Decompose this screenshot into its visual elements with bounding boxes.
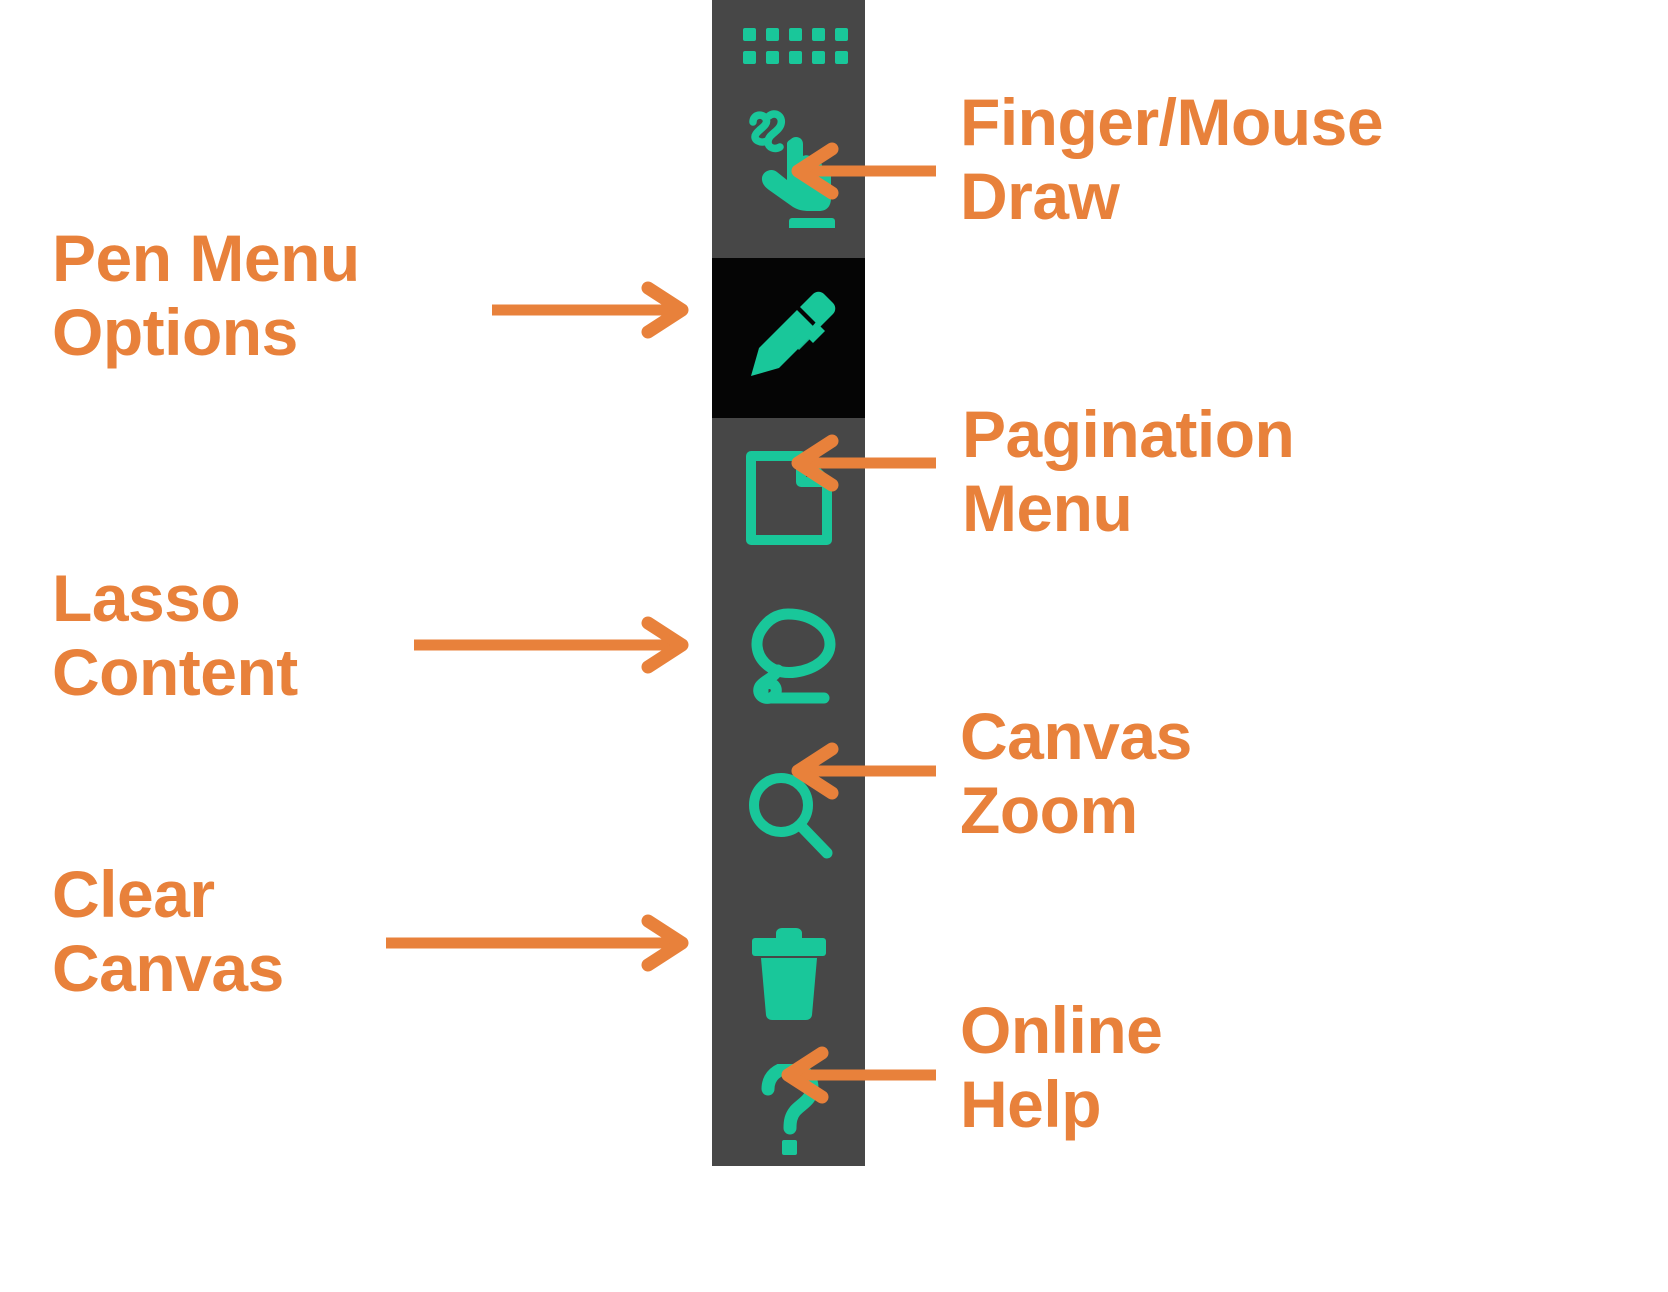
label-finger-mouse-draw: Finger/Mouse Draw xyxy=(960,85,1384,233)
label-lasso-content: Lasso Content xyxy=(52,561,298,709)
tool-clear-canvas[interactable] xyxy=(712,893,865,1053)
arrow-online-help xyxy=(776,1046,936,1104)
tool-pen-menu[interactable] xyxy=(712,258,865,418)
label-pen-menu-options: Pen Menu Options xyxy=(52,221,360,369)
toolbar-drag-handle[interactable] xyxy=(712,0,865,78)
arrow-pagination xyxy=(786,434,936,492)
label-pagination-menu: Pagination Menu xyxy=(962,397,1295,545)
lasso-icon xyxy=(738,606,840,710)
label-online-help: Online Help xyxy=(960,993,1163,1141)
arrow-canvas-zoom xyxy=(786,742,936,800)
tool-canvas-zoom[interactable] xyxy=(712,738,865,893)
arrow-pen-menu xyxy=(492,281,694,339)
magnifier-icon xyxy=(743,769,835,863)
trash-icon xyxy=(748,925,830,1021)
pen-icon xyxy=(737,286,841,390)
label-clear-canvas: Clear Canvas xyxy=(52,857,284,1005)
label-canvas-zoom: Canvas Zoom xyxy=(960,699,1192,847)
arrow-finger-draw xyxy=(786,142,936,200)
arrow-clear-canvas xyxy=(386,914,694,972)
arrow-lasso xyxy=(414,616,694,674)
vertical-tool-palette xyxy=(712,0,865,1166)
grid-dots-icon xyxy=(743,28,848,64)
tool-lasso-content[interactable] xyxy=(712,578,865,738)
